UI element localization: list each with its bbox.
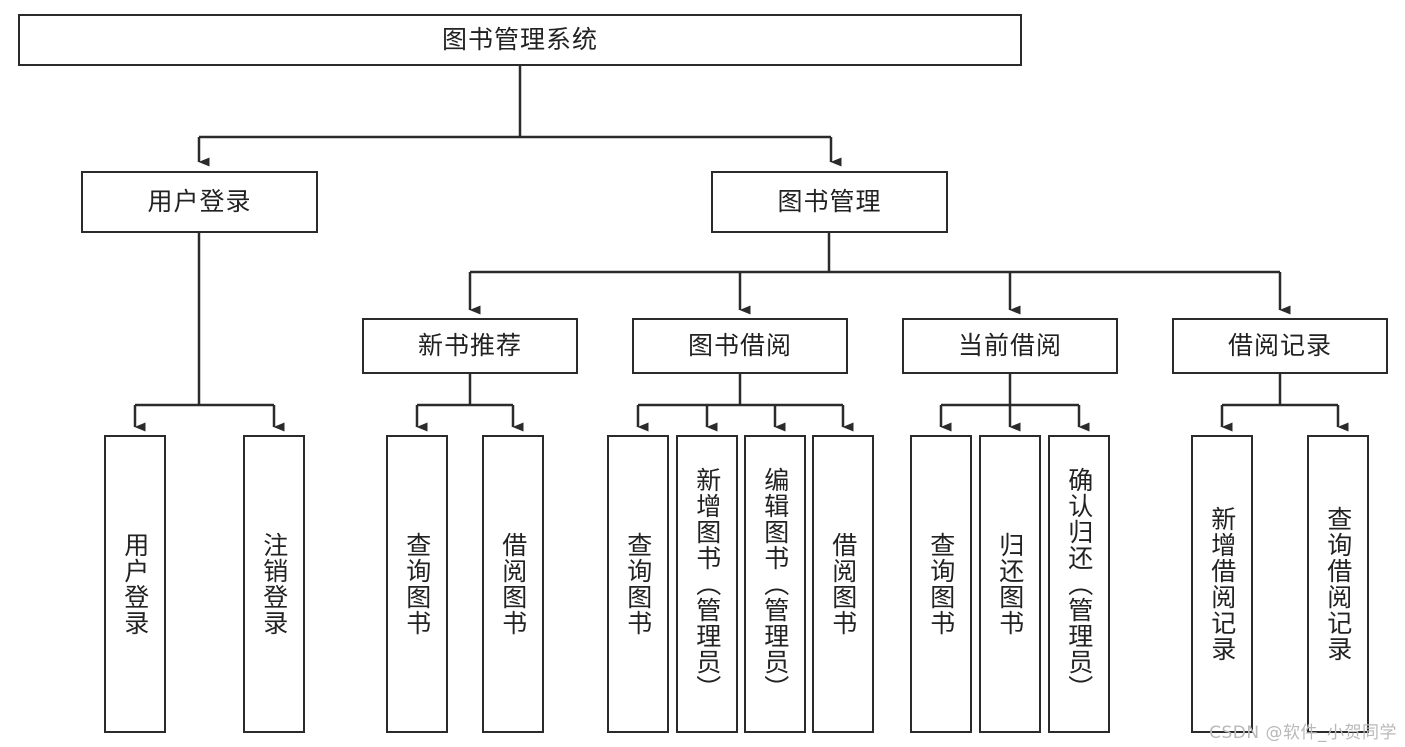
node-current-borrow[interactable]: 当前借阅	[902, 318, 1118, 374]
leaf-label: 查询图书	[402, 532, 432, 636]
leaf-label: 用户登录	[120, 532, 150, 636]
leaf-new-book-borrow[interactable]: 借阅图书	[482, 435, 544, 733]
node-root-label: 图书管理系统	[441, 25, 598, 55]
leaf-book-borrow-query[interactable]: 查询图书	[607, 435, 669, 733]
csdn-watermark: CSDN @软件_小贺同学	[1209, 723, 1397, 743]
leaf-current-borrow-confirm-return-admin[interactable]: 确认归还（管理员）	[1048, 435, 1110, 733]
node-borrow-record[interactable]: 借阅记录	[1172, 318, 1388, 374]
leaf-label: 查询图书	[926, 532, 956, 636]
leaf-current-borrow-query[interactable]: 查询图书	[910, 435, 972, 733]
node-book-borrow[interactable]: 图书借阅	[632, 318, 848, 374]
leaf-current-borrow-return[interactable]: 归还图书	[979, 435, 1041, 733]
leaf-book-borrow-edit-admin[interactable]: 编辑图书（管理员）	[744, 435, 806, 733]
node-book-management[interactable]: 图书管理	[711, 171, 948, 233]
node-current-borrow-label: 当前借阅	[957, 331, 1062, 361]
node-new-book-recommend-label: 新书推荐	[417, 331, 522, 361]
leaf-label: 注销登录	[259, 532, 289, 636]
leaf-label: 借阅图书	[498, 532, 528, 636]
node-book-management-label: 图书管理	[777, 187, 882, 217]
leaf-book-borrow-borrow[interactable]: 借阅图书	[812, 435, 874, 733]
node-book-borrow-label: 图书借阅	[687, 331, 792, 361]
leaf-label: 查询借阅记录	[1323, 506, 1353, 662]
leaf-book-borrow-add-admin[interactable]: 新增图书（管理员）	[676, 435, 738, 733]
leaf-label: 确认归还（管理员）	[1064, 467, 1094, 701]
leaf-label: 编辑图书（管理员）	[760, 467, 790, 701]
node-user-login[interactable]: 用户登录	[81, 171, 318, 233]
leaf-label: 新增图书（管理员）	[692, 467, 722, 701]
node-new-book-recommend[interactable]: 新书推荐	[362, 318, 578, 374]
leaf-user-login-login[interactable]: 用户登录	[104, 435, 166, 733]
leaf-user-login-logout[interactable]: 注销登录	[243, 435, 305, 733]
leaf-label: 查询图书	[623, 532, 653, 636]
leaf-new-book-query[interactable]: 查询图书	[386, 435, 448, 733]
leaf-borrow-record-query[interactable]: 查询借阅记录	[1307, 435, 1369, 733]
leaf-label: 归还图书	[995, 532, 1025, 636]
leaf-label: 新增借阅记录	[1207, 506, 1237, 662]
node-root-book-management-system[interactable]: 图书管理系统	[18, 14, 1022, 66]
node-user-login-label: 用户登录	[147, 187, 252, 217]
leaf-borrow-record-add[interactable]: 新增借阅记录	[1191, 435, 1253, 733]
node-borrow-record-label: 借阅记录	[1227, 331, 1332, 361]
leaf-label: 借阅图书	[828, 532, 858, 636]
